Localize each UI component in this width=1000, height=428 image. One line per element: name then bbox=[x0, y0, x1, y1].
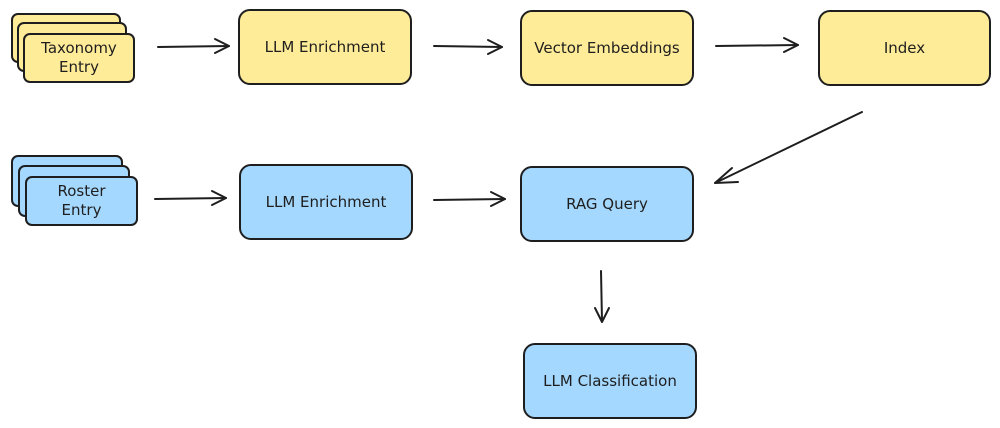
llm-enrichment-bottom-label: LLM Enrichment bbox=[265, 192, 387, 211]
roster-entry-node: Roster Entry bbox=[25, 176, 138, 226]
taxonomy-entry-label-line1: Taxonomy bbox=[41, 39, 117, 57]
index-label: Index bbox=[883, 38, 926, 57]
vector-embeddings-label: Vector Embeddings bbox=[534, 38, 680, 57]
edge-index-to-rag-query bbox=[714, 111, 863, 184]
roster-entry-label-line1: Roster bbox=[57, 182, 106, 200]
llm-enrichment-bottom-node: LLM Enrichment bbox=[239, 164, 413, 240]
index-node: Index bbox=[818, 10, 991, 86]
vector-embeddings-node: Vector Embeddings bbox=[520, 10, 694, 86]
edge-roster-to-llm-enrichment bbox=[154, 190, 227, 206]
llm-enrichment-top-node: LLM Enrichment bbox=[238, 9, 412, 85]
rag-query-node: RAG Query bbox=[520, 166, 694, 242]
taxonomy-entry-node: Taxonomy Entry bbox=[23, 33, 135, 83]
taxonomy-entry-label-line2: Entry bbox=[59, 58, 99, 76]
edge-vector-embeddings-to-index bbox=[715, 37, 799, 53]
llm-enrichment-top-label: LLM Enrichment bbox=[264, 37, 386, 56]
rag-query-label: RAG Query bbox=[566, 194, 648, 213]
llm-classification-node: LLM Classification bbox=[523, 343, 697, 419]
edge-llm-enrichment-to-rag-query bbox=[433, 191, 506, 207]
llm-classification-label: LLM Classification bbox=[543, 371, 677, 390]
edge-rag-query-to-llm-classification bbox=[594, 270, 610, 323]
roster-entry-label-line2: Entry bbox=[61, 201, 102, 219]
edge-taxonomy-to-llm-enrichment bbox=[157, 38, 230, 54]
edge-llm-enrichment-to-vector-embeddings bbox=[433, 39, 503, 55]
